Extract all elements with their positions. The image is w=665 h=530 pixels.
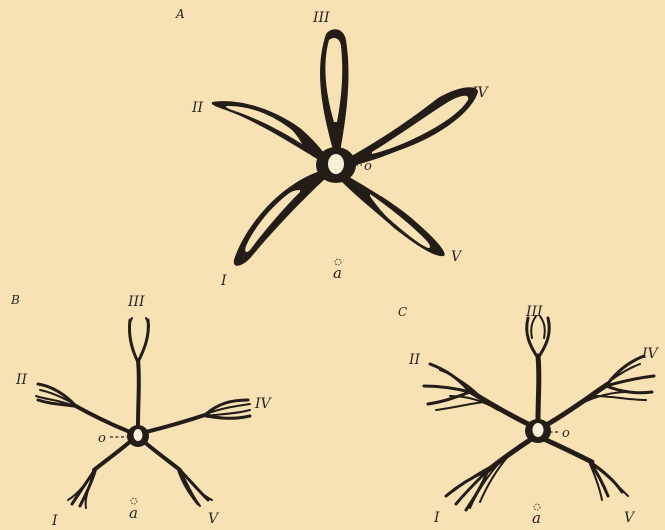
- panel-c-o-label: o: [562, 426, 570, 441]
- panel-b-o-label: o: [98, 431, 106, 446]
- panel-b-label-iii: III: [127, 294, 145, 310]
- panel-a-label-ii: II: [191, 100, 204, 116]
- panel-b-arm-iii: [129, 318, 149, 426]
- panel-c-arm-iv: [548, 356, 654, 424]
- panel-c-label-iv: IV: [641, 346, 660, 362]
- panel-b-label: B: [10, 293, 20, 307]
- panel-b-arm-i: [68, 440, 132, 508]
- panel-a: A o III IV V I II: [175, 7, 490, 289]
- panel-b: B: [10, 293, 273, 529]
- panel-a-label-v: V: [451, 249, 463, 265]
- panel-c-arm-ii: [424, 364, 528, 424]
- panel-c-a-label: a: [532, 509, 541, 527]
- panel-c-arm-v: [546, 440, 628, 500]
- panel-a-label-iv: IV: [471, 85, 490, 101]
- panel-a-label-i: I: [220, 273, 227, 289]
- panel-b-arm-ii: [36, 384, 130, 432]
- panel-a-label-iii: III: [312, 10, 330, 26]
- panel-a-arm-i: [234, 170, 326, 266]
- panel-b-arm-iv: [146, 400, 250, 432]
- panel-b-label-iv: IV: [254, 396, 273, 412]
- panel-b-a-label: a: [129, 504, 138, 522]
- panel-a-label: A: [175, 7, 185, 21]
- panel-c-label-v: V: [624, 510, 636, 526]
- panel-a-a-label: a: [333, 264, 342, 282]
- panel-a-mouth: [328, 154, 344, 174]
- panel-b-label-ii: II: [15, 372, 28, 388]
- panel-c-label-i: I: [433, 510, 440, 526]
- panel-c-mouth: [533, 423, 544, 437]
- panel-a-arm-v: [342, 174, 445, 256]
- panel-b-label-i: I: [51, 513, 58, 529]
- panel-c-arm-i: [446, 440, 530, 510]
- panel-a-arm-ii: [212, 101, 328, 162]
- panel-c-arm-iii: [527, 316, 550, 420]
- panel-b-label-v: V: [208, 511, 220, 527]
- panel-c-label: C: [398, 305, 407, 319]
- panel-c-label-ii: II: [408, 352, 421, 368]
- panel-c: C: [398, 304, 660, 527]
- panel-b-arm-v: [142, 440, 212, 506]
- panel-b-mouth: [134, 429, 143, 441]
- panel-a-o-label: o: [364, 159, 372, 174]
- panel-a-arm-iv: [348, 87, 478, 166]
- panel-a-arm-iii: [320, 29, 348, 152]
- panel-c-label-iii: III: [525, 304, 543, 320]
